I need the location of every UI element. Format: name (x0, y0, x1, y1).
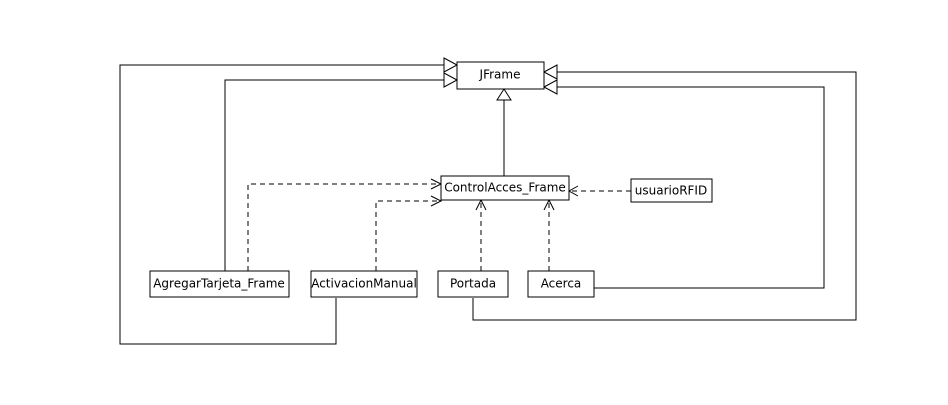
class-acerca-label: Acerca (541, 277, 582, 291)
edge-agregartarjeta-to-jframe (224, 79, 444, 271)
class-activacionmanual[interactable]: ActivacionManual (310, 270, 418, 298)
class-usuariorfid-label: usuarioRFID (635, 184, 707, 198)
class-agregartarjeta-frame-label: AgregarTarjeta_Frame (153, 277, 285, 291)
class-usuariorfid[interactable]: usuarioRFID (630, 178, 713, 203)
edge-acerca-to-jframe (557, 86, 825, 289)
class-jframe[interactable]: JFrame (456, 61, 545, 90)
class-acerca[interactable]: Acerca (527, 270, 595, 298)
edge-agregartarjeta-to-controlacces (247, 183, 440, 271)
class-portada-label: Portada (450, 277, 496, 291)
generalization-arrowhead (542, 79, 558, 95)
class-activacionmanual-label: ActivacionManual (311, 277, 417, 291)
class-controlacces-frame[interactable]: ControlAcces_Frame (440, 175, 570, 201)
dependency-arrowhead (430, 195, 443, 207)
class-controlacces-frame-label: ControlAcces_Frame (444, 181, 566, 195)
generalization-arrowhead (443, 57, 459, 73)
class-portada[interactable]: Portada (437, 270, 509, 298)
generalization-arrowhead (443, 72, 459, 88)
edge-portada-to-jframe (472, 71, 857, 321)
generalization-arrowhead (496, 88, 512, 101)
class-jframe-label: JFrame (479, 68, 521, 82)
generalization-arrowhead (542, 64, 558, 80)
edge-activacionmanual-to-controlacces (375, 200, 440, 271)
class-agregartarjeta-frame[interactable]: AgregarTarjeta_Frame (149, 270, 290, 298)
edge-activacionmanual-to-jframe (119, 64, 444, 345)
